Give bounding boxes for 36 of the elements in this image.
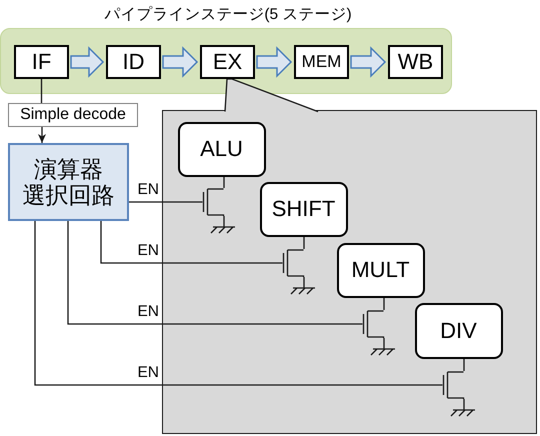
block-arrow <box>70 46 104 78</box>
connector-line <box>100 221 282 264</box>
connector-line <box>34 221 442 386</box>
decode-block: Simple decode <box>8 103 138 127</box>
ex-detail-panel <box>162 110 537 434</box>
block-arrow <box>350 46 386 78</box>
functional-unit: SHIFT <box>260 182 348 236</box>
pipeline-stage: MEM <box>294 45 349 79</box>
edge-label: EN <box>137 242 159 260</box>
functional-unit: ALU <box>178 122 266 176</box>
connector-line <box>67 221 362 325</box>
connector-line <box>303 237 305 249</box>
connector-line <box>383 298 385 310</box>
pipeline-stage: EX <box>200 45 255 79</box>
connector-line <box>223 177 225 188</box>
edge-label: EN <box>137 181 159 199</box>
block-arrow <box>162 46 198 78</box>
pipeline-title: パイプラインステージ(5 ステージ) <box>104 5 352 24</box>
arrow <box>38 127 46 143</box>
edge-label: EN <box>137 364 159 382</box>
functional-unit: MULT <box>336 242 424 298</box>
transistor-symbol <box>282 248 305 276</box>
connector-line <box>129 201 202 203</box>
pipeline-stage: IF <box>14 45 69 79</box>
pipeline-stage: WB <box>388 45 443 79</box>
transistor-symbol <box>442 370 465 398</box>
connector-line <box>463 359 465 371</box>
selector-block: 演算器選択回路 <box>8 143 129 221</box>
edge-label: EN <box>137 303 159 321</box>
callout-pointer <box>224 78 319 112</box>
connector-line <box>40 79 42 103</box>
functional-unit: DIV <box>414 302 502 358</box>
transistor-symbol <box>362 310 385 338</box>
transistor-symbol <box>202 188 225 216</box>
block-arrow <box>256 46 292 78</box>
pipeline-stage: ID <box>106 45 161 79</box>
